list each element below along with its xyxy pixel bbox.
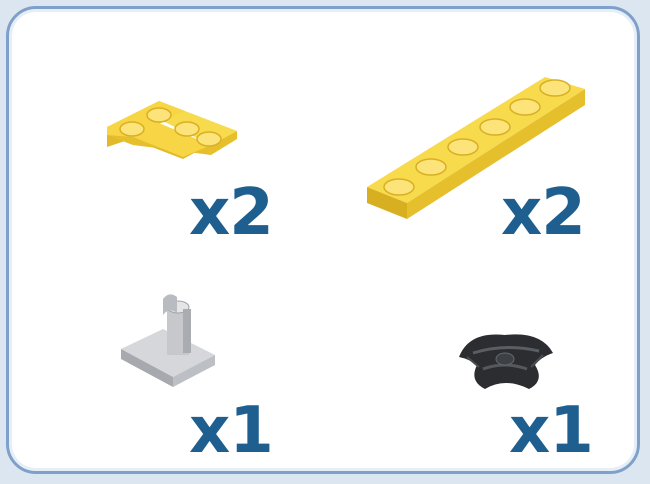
long-plate-quantity: x2	[501, 181, 585, 245]
tile-with-bar-icon	[449, 323, 561, 395]
plate-with-clip-icon	[115, 289, 225, 397]
parts-list-panel: x2 x2 x1 x1	[6, 6, 640, 474]
corner-plate-quantity: x2	[189, 181, 273, 245]
round-tile-quantity: x1	[509, 399, 593, 463]
clip-plate-quantity: x1	[189, 399, 273, 463]
corner-plate-2x2-icon	[97, 89, 247, 169]
